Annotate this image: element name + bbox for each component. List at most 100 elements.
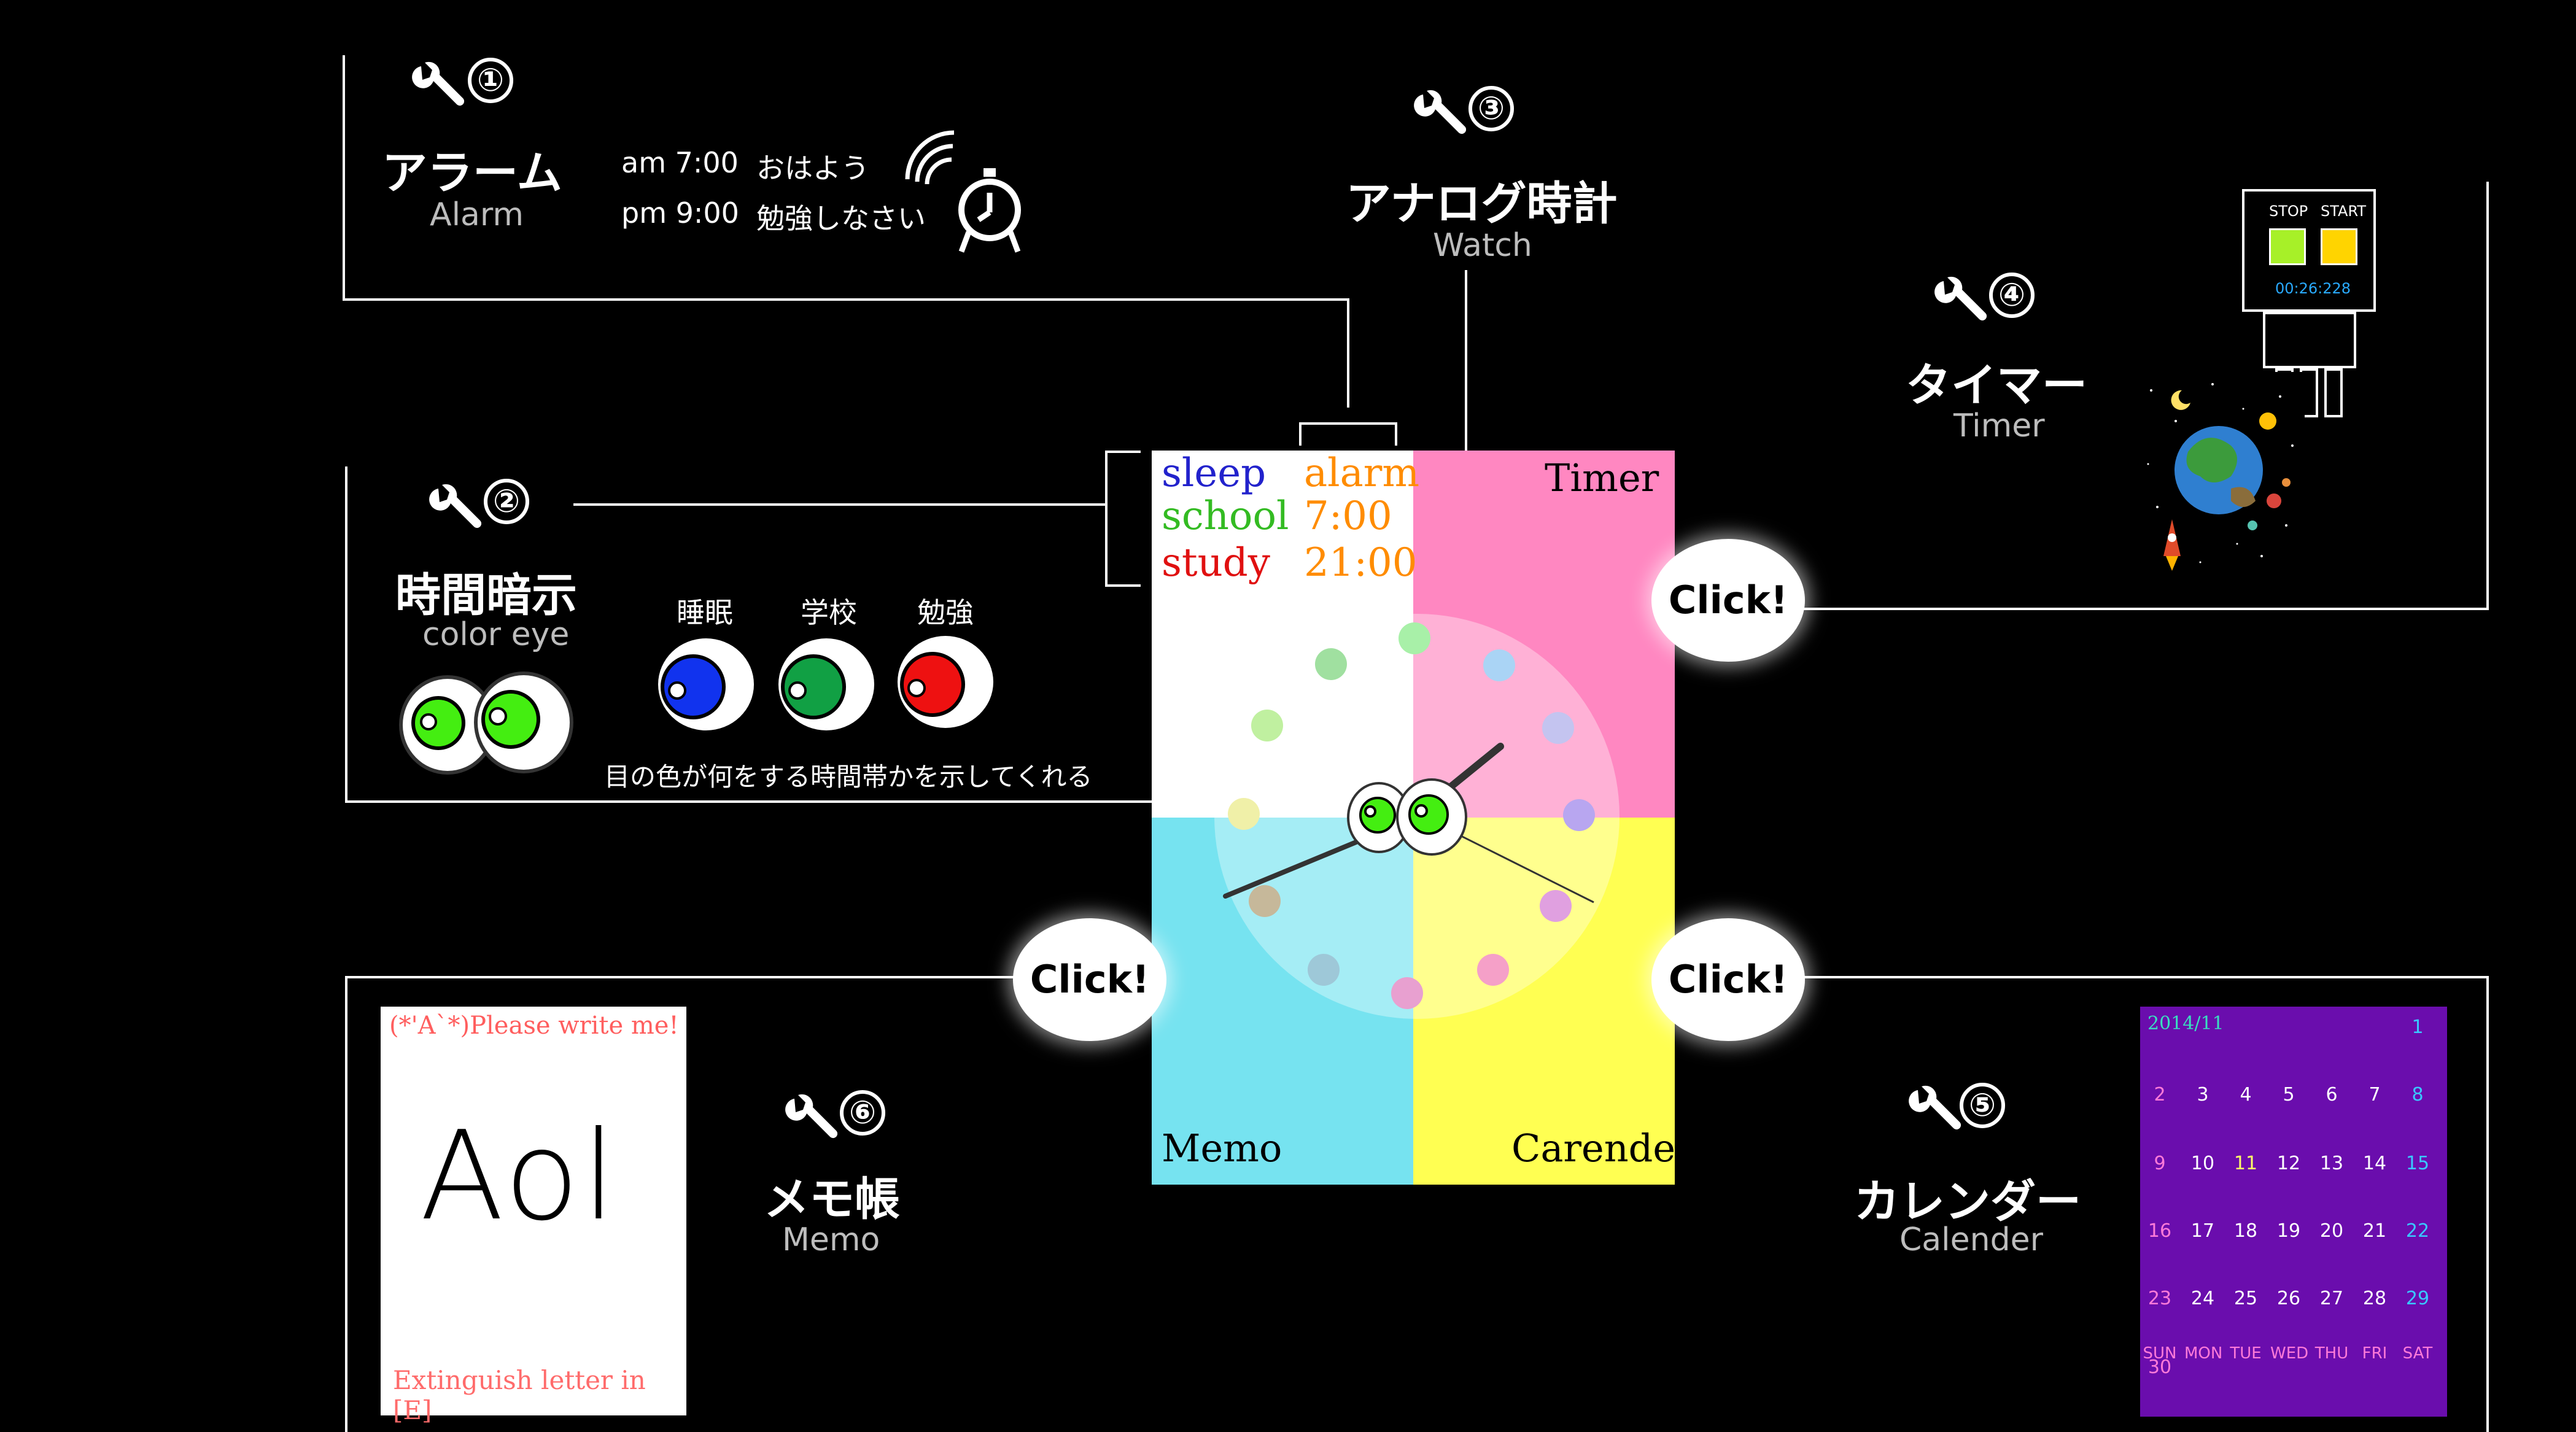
calendar-day[interactable]: 8 (2411, 1084, 2424, 1105)
calendar-day[interactable]: 15 (2405, 1153, 2430, 1174)
memo-header: (*'A`*)Please write me! (389, 1012, 679, 1040)
calendar-day[interactable]: 28 (2362, 1288, 2387, 1309)
connector-line (1347, 298, 1349, 408)
connector-line (1780, 976, 2489, 978)
calendar-day[interactable]: 7 (2368, 1084, 2381, 1105)
watch-title: アナログ時計 (1346, 177, 1618, 230)
eye-label-sleep: 睡眠 (677, 596, 733, 629)
alarm-clock-icon (905, 130, 1021, 253)
memo-title: メモ帳 (764, 1173, 900, 1226)
calendar-subtitle: Calender (1899, 1221, 2043, 1258)
connector-line (2486, 976, 2489, 1432)
start-label: START (2321, 203, 2367, 220)
timer-readout: 00:26:228 (2275, 280, 2351, 297)
wrench-icon (1414, 90, 1467, 134)
calendar-day[interactable]: 6 (2326, 1084, 2338, 1105)
start-button[interactable] (2321, 228, 2357, 265)
calendar-day[interactable]: 2 (2154, 1084, 2166, 1105)
calendar-weekday: SUN (2143, 1344, 2177, 1363)
timer-title: タイマー (1906, 359, 2087, 412)
timer-subtitle: Timer (1953, 408, 2045, 444)
status-study: study (1162, 540, 1270, 586)
wrench-icon (1934, 276, 1987, 321)
watch-subtitle: Watch (1433, 227, 1532, 264)
wrench-icon (429, 484, 482, 528)
calendar-day[interactable]: 11 (2233, 1153, 2258, 1174)
eye-illustration (474, 671, 573, 773)
connector-line (345, 466, 347, 803)
timer-click-bubble[interactable]: Click! (1651, 539, 1805, 662)
alarm-time-2: pm 9:00 (621, 196, 739, 230)
stop-button[interactable] (2269, 228, 2306, 265)
wrench-icon (412, 61, 465, 106)
calendar-day[interactable]: 27 (2319, 1288, 2344, 1309)
calendar-day[interactable]: 23 (2147, 1288, 2172, 1309)
calendar-day[interactable]: 3 (2197, 1084, 2209, 1105)
calendar-weekday: MON (2184, 1344, 2223, 1363)
timer-quadrant[interactable] (1413, 451, 1675, 818)
calendar-day[interactable]: 25 (2233, 1288, 2258, 1309)
connector-line (345, 976, 347, 1432)
timer-device-leg (2324, 368, 2343, 417)
connector-line (343, 298, 1349, 301)
calendar-day[interactable]: 5 (2283, 1084, 2295, 1105)
calendar-day[interactable]: 12 (2276, 1153, 2301, 1174)
bracket-line (1395, 422, 1397, 446)
feature-number: ⑥ (840, 1090, 885, 1136)
calendar-weekday: WED (2270, 1344, 2309, 1363)
eye-label-study: 勉強 (917, 596, 974, 629)
calendar-day[interactable]: 29 (2405, 1288, 2430, 1309)
calendar-day[interactable]: 30 (2147, 1357, 2172, 1378)
calendar-quadrant-label: Carender (1511, 1126, 1675, 1171)
alarm-time-1: am 7:00 (621, 146, 739, 179)
calendar-month: 2014/11 (2147, 1013, 2224, 1034)
calendar-day[interactable]: 1 (2411, 1016, 2424, 1038)
bracket-line (1299, 422, 1302, 446)
calendar-day[interactable]: 9 (2154, 1153, 2166, 1174)
memo-click-bubble[interactable]: Click! (1013, 918, 1166, 1041)
memo-panel[interactable]: (*'A`*)Please write me! Aol Extinguish l… (381, 1007, 686, 1425)
calendar-day[interactable]: 26 (2276, 1288, 2301, 1309)
calendar-weekday: TUE (2230, 1344, 2262, 1363)
calendar-day[interactable]: 14 (2362, 1153, 2387, 1174)
connector-line (343, 55, 345, 301)
calendar-weekday: FRI (2362, 1344, 2388, 1363)
calendar-day[interactable]: 10 (2190, 1153, 2215, 1174)
wrench-icon (785, 1094, 838, 1139)
memo-handwriting: Aol (420, 1105, 619, 1248)
hour-marker-dots (1228, 622, 1595, 1009)
calendar-quadrant[interactable] (1413, 818, 1675, 1185)
bracket-line (1105, 451, 1108, 587)
color-eye-title: 時間暗示 (395, 569, 577, 622)
calendar-day[interactable]: 21 (2362, 1220, 2387, 1242)
connector-line (1780, 608, 2489, 610)
calendar-day[interactable]: 17 (2190, 1220, 2215, 1242)
bracket-line (1105, 451, 1141, 453)
eye-label-school: 学校 (801, 596, 857, 629)
stop-label: STOP (2269, 203, 2308, 220)
calendar-day[interactable]: 18 (2233, 1220, 2258, 1242)
color-eye-description: 目の色が何をする時間帯かを示してくれる (604, 762, 1093, 792)
calendar-day[interactable]: 4 (2240, 1084, 2252, 1105)
memo-quadrant[interactable] (1152, 818, 1413, 1185)
status-school: school (1162, 493, 1289, 539)
status-sleep: sleep (1162, 451, 1267, 496)
calendar-day[interactable]: 20 (2319, 1220, 2344, 1242)
clock-eye-right (1396, 778, 1467, 856)
calendar-day[interactable]: 16 (2147, 1220, 2172, 1242)
calendar-click-bubble[interactable]: Click! (1651, 918, 1805, 1041)
memo-quadrant-label: Memo (1162, 1126, 1282, 1171)
feature-number: ④ (1989, 273, 2035, 318)
calendar-day[interactable]: 24 (2190, 1288, 2215, 1309)
status-school-time: 7:00 (1304, 493, 1392, 539)
connector-line (573, 503, 1105, 506)
calendar-day[interactable]: 22 (2405, 1220, 2430, 1242)
wrench-icon (1909, 1085, 1961, 1130)
phone-screen: sleep alarm school 7:00 study 21:00 Time… (1152, 451, 1675, 1185)
connector-line (345, 800, 1153, 803)
calendar-day[interactable]: 13 (2319, 1153, 2344, 1174)
eye-green-school (778, 638, 874, 730)
status-study-time: 21:00 (1304, 540, 1418, 586)
calendar-day[interactable]: 19 (2276, 1220, 2301, 1242)
